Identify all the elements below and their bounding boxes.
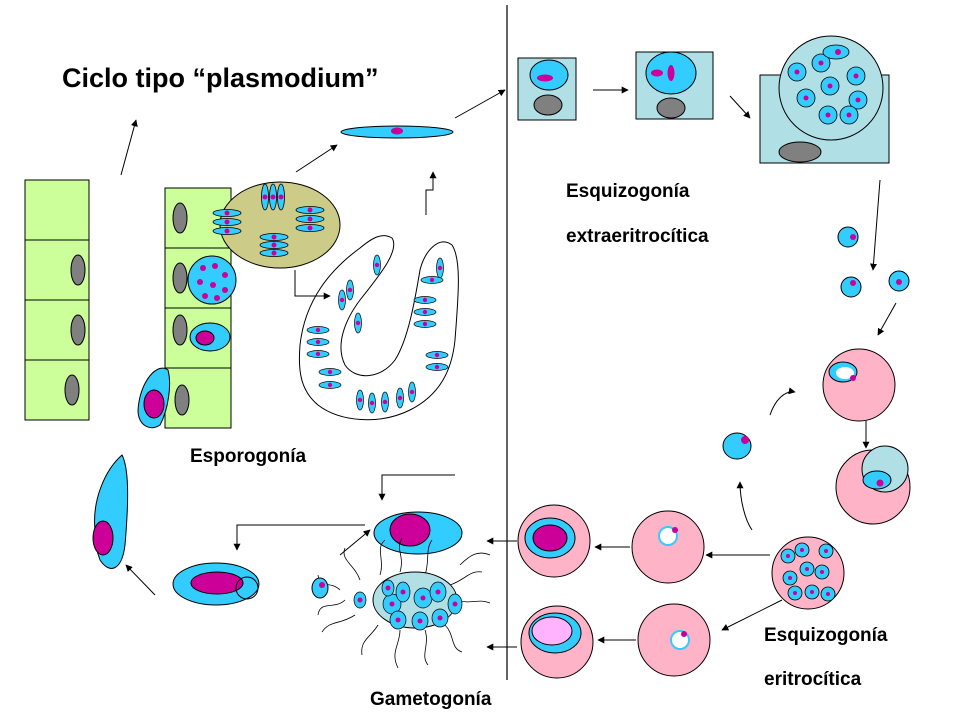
microgametes-exflagellation bbox=[311, 537, 491, 669]
salivary-gland bbox=[298, 235, 459, 421]
mature-oocyst bbox=[212, 181, 341, 269]
epithelium-left bbox=[24, 179, 90, 421]
hepatocyte-schizont bbox=[759, 35, 890, 164]
arrow bbox=[736, 481, 753, 531]
arrow bbox=[295, 144, 338, 173]
ookinete bbox=[137, 367, 171, 429]
arrow bbox=[454, 89, 506, 119]
zygote-elongated bbox=[92, 454, 129, 569]
label-gametogony: Gametogonía bbox=[370, 689, 492, 710]
label-exo-schizogony-2: extraeritrocítica bbox=[566, 226, 709, 247]
erythrocyte-ring-2 bbox=[631, 510, 705, 584]
erythrocyte-ring-3 bbox=[637, 603, 711, 677]
arrow bbox=[769, 387, 796, 416]
merozoites bbox=[837, 226, 910, 298]
label-exo-schizogony-1: Esquizogonía bbox=[566, 181, 690, 202]
arrow bbox=[378, 474, 455, 501]
erythrocyte-macrogametocyte bbox=[517, 504, 591, 578]
arrow bbox=[294, 270, 331, 300]
free-merozoite bbox=[722, 432, 752, 460]
sporozoite bbox=[340, 125, 454, 139]
erythrocyte-ring-1 bbox=[822, 348, 896, 422]
arrow bbox=[125, 564, 156, 596]
epithelium-middle bbox=[164, 187, 237, 429]
label-ery-schizogony-1: Esquizogonía bbox=[764, 625, 888, 646]
erythrocyte-schizont bbox=[771, 536, 845, 610]
arrow bbox=[729, 95, 751, 119]
erythrocyte-trophozoite bbox=[835, 445, 911, 525]
zygote bbox=[172, 562, 260, 606]
arrow bbox=[425, 171, 437, 215]
arrow bbox=[721, 599, 783, 631]
erythrocyte-microgametocyte bbox=[520, 605, 594, 679]
label-ery-schizogony-2: eritrocítica bbox=[764, 669, 862, 690]
arrow bbox=[339, 529, 371, 556]
hepatocyte-1 bbox=[517, 57, 577, 121]
macrogamete bbox=[373, 511, 463, 555]
label-sporogony: Esporogonía bbox=[190, 446, 307, 467]
arrow bbox=[120, 119, 138, 176]
arrow bbox=[233, 524, 365, 551]
arrow bbox=[869, 179, 881, 271]
diagram-title: Ciclo tipo “plasmodium” bbox=[62, 63, 379, 93]
arrow bbox=[877, 302, 897, 336]
hepatocyte-2 bbox=[635, 51, 714, 120]
